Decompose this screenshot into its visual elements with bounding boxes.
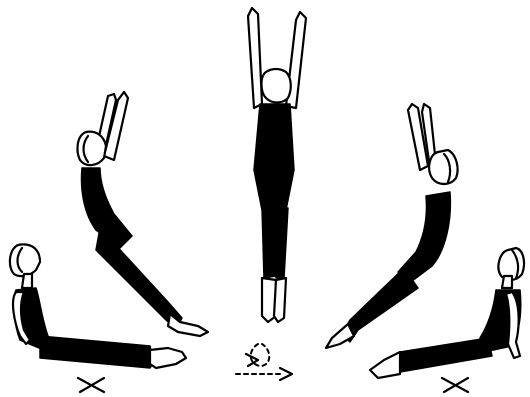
- pose-lean-back-right: [326, 104, 458, 348]
- pose-lean-back-left: [78, 92, 208, 336]
- pose-standing-center: [248, 8, 306, 322]
- pose-seated-right: [370, 248, 524, 378]
- movement-path-arrows: [236, 344, 292, 380]
- floor-marker-right: [442, 378, 468, 392]
- floor-marker-left: [78, 378, 104, 392]
